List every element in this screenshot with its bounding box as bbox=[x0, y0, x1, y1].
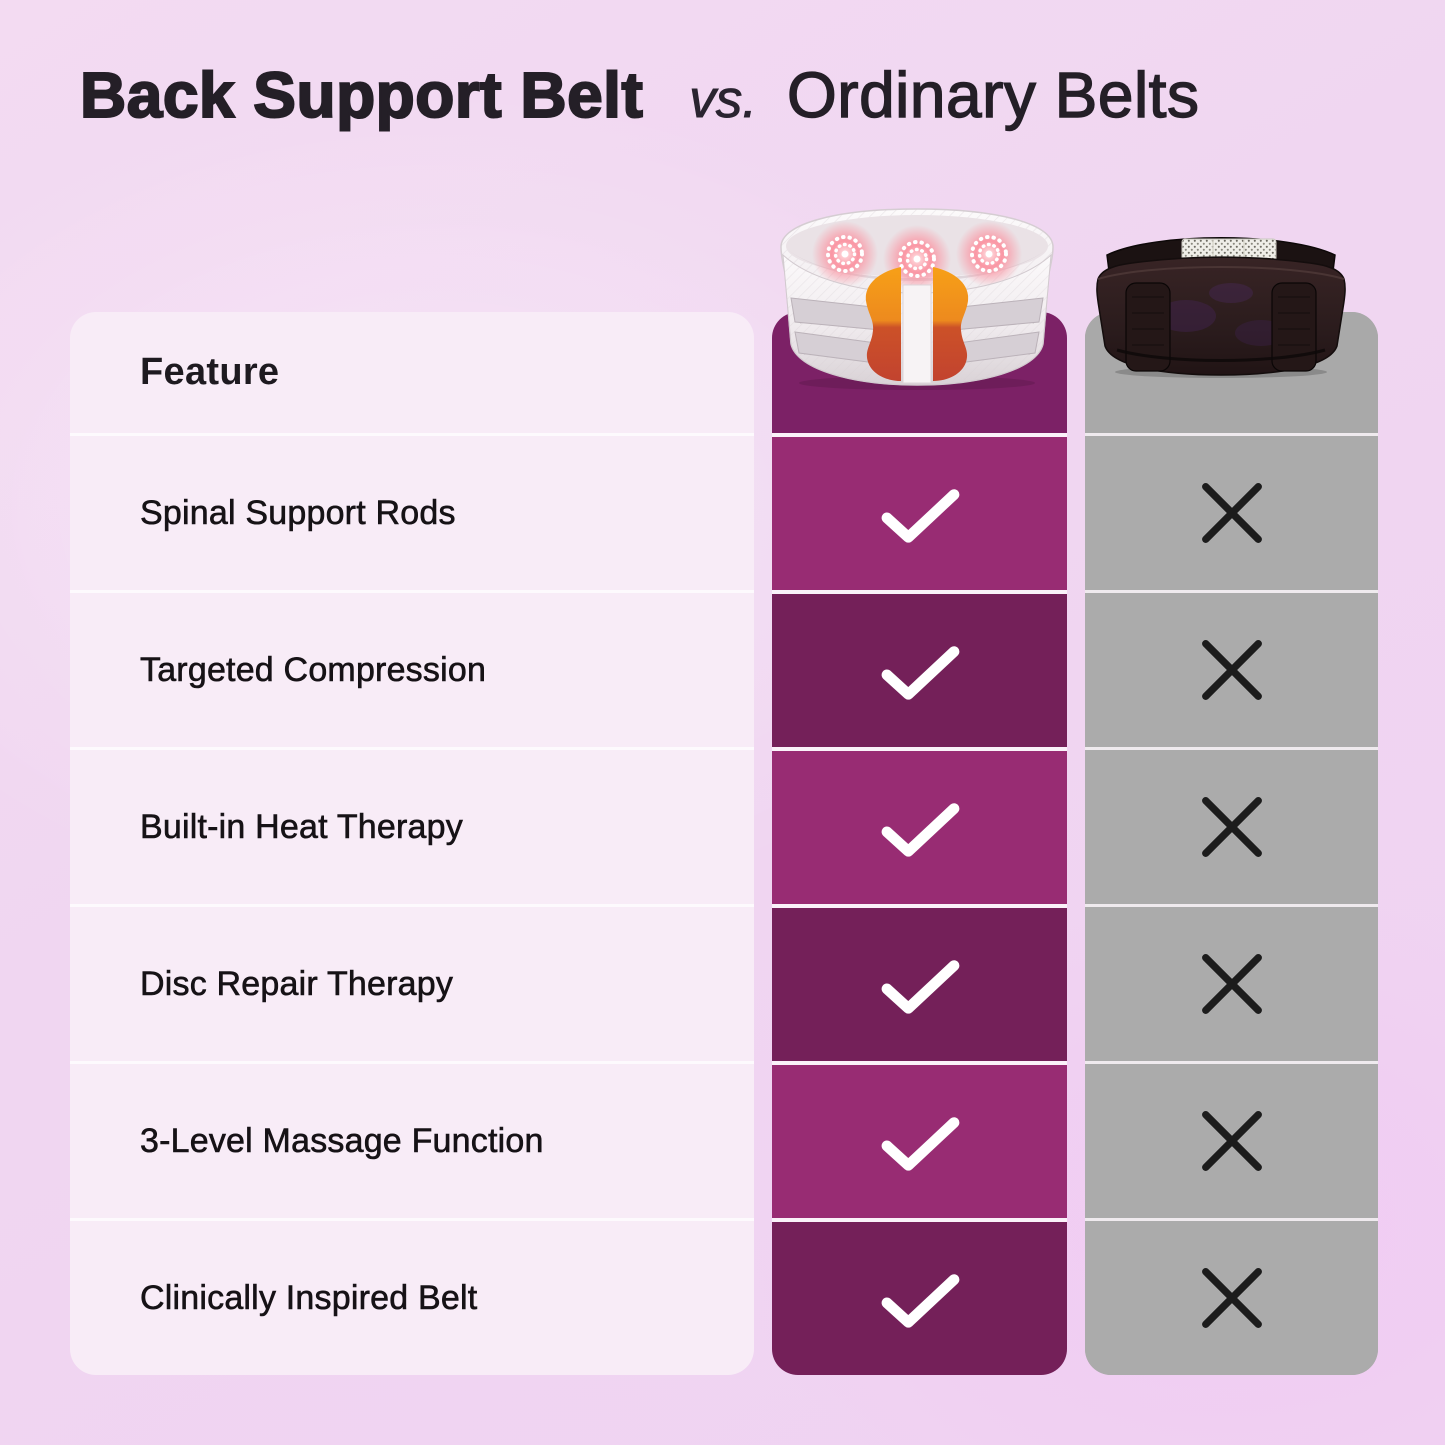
check-icon bbox=[881, 488, 959, 543]
feature-label: Disc Repair Therapy bbox=[70, 904, 754, 1061]
check-icon bbox=[881, 1116, 959, 1171]
feature-column: Feature Spinal Support Rods Targeted Com… bbox=[70, 312, 754, 1375]
table-cell-check bbox=[772, 433, 1067, 590]
feature-header: Feature bbox=[140, 351, 280, 393]
check-icon bbox=[881, 645, 959, 700]
feature-label: Built-in Heat Therapy bbox=[70, 747, 754, 904]
table-cell-cross bbox=[1085, 433, 1378, 590]
ordinary-belts-column bbox=[1085, 312, 1378, 1375]
check-icon bbox=[881, 959, 959, 1014]
title-product-name: Back Support Belt bbox=[79, 58, 644, 132]
table-cell-check bbox=[772, 1061, 1067, 1218]
feature-label: Targeted Compression bbox=[70, 590, 754, 747]
cross-icon bbox=[1201, 797, 1262, 857]
table-cell-cross bbox=[1085, 747, 1378, 904]
check-icon bbox=[881, 1273, 959, 1328]
table-cell-cross bbox=[1085, 1218, 1378, 1375]
page-title: Back Support Belt vs. Ordinary Belts bbox=[79, 58, 1200, 132]
feature-label: Clinically Inspired Belt bbox=[70, 1218, 754, 1375]
ordinary-belt-photo bbox=[1091, 221, 1351, 379]
cross-icon bbox=[1201, 483, 1262, 543]
table-cell-check bbox=[772, 1218, 1067, 1375]
feature-label: 3-Level Massage Function bbox=[70, 1061, 754, 1218]
title-vs: vs. bbox=[689, 70, 758, 130]
table-cell-cross bbox=[1085, 590, 1378, 747]
check-icon bbox=[881, 802, 959, 857]
cross-icon bbox=[1201, 1111, 1262, 1171]
cross-icon bbox=[1201, 954, 1262, 1014]
back-support-belt-column bbox=[772, 312, 1067, 1375]
table-cell-check bbox=[772, 904, 1067, 1061]
table-cell-check bbox=[772, 747, 1067, 904]
back-support-belt-photo bbox=[774, 203, 1060, 391]
table-cell-cross bbox=[1085, 904, 1378, 1061]
cross-icon bbox=[1201, 640, 1262, 700]
table-cell-cross bbox=[1085, 1061, 1378, 1218]
cross-icon bbox=[1201, 1268, 1262, 1328]
table-cell-check bbox=[772, 590, 1067, 747]
feature-label: Spinal Support Rods bbox=[70, 433, 754, 590]
title-competitor-name: Ordinary Belts bbox=[786, 58, 1200, 131]
